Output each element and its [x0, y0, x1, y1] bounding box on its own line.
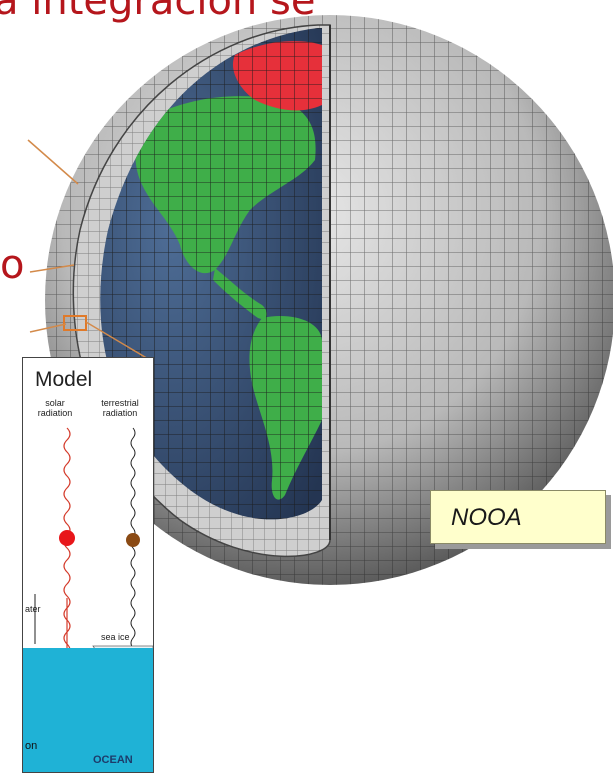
ocean-label: OCEAN: [93, 754, 133, 766]
credit-label: NOOA: [451, 504, 522, 531]
inset-title: Model: [35, 368, 93, 391]
leader-line: [27, 139, 79, 185]
credit-box: NOOA: [430, 490, 606, 544]
leader-line: [29, 323, 67, 333]
inset-fragment-label: on: [25, 740, 38, 752]
solar-radiation-label: solar radiation: [37, 398, 73, 418]
water-label: ater: [25, 604, 41, 614]
sea-ice-label: sea ice: [101, 632, 130, 642]
slide-title: a integración se: [0, 0, 316, 24]
leader-line: [85, 321, 151, 361]
slide-text-fragment: o: [0, 242, 25, 288]
solar-wave: [63, 427, 71, 669]
solar-marker: [59, 530, 75, 546]
ocean-layer: [23, 648, 153, 772]
leader-line: [29, 264, 75, 273]
highlighted-grid-cell: [63, 315, 87, 331]
terrestrial-radiation-label: terrestrial radiation: [101, 398, 139, 418]
terrestrial-marker: [126, 533, 140, 547]
model-inset-diagram: Model solar radiation terrestrial radiat…: [22, 357, 154, 773]
